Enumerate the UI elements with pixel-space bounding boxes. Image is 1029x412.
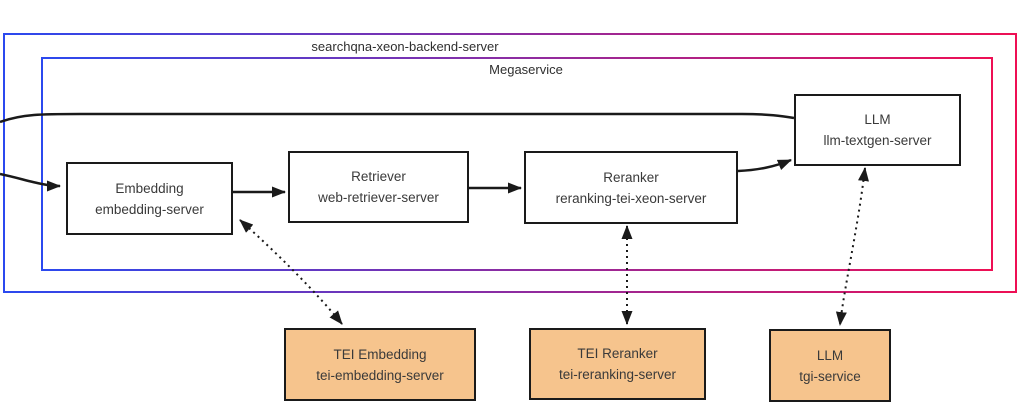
reranker-to-llm-arrow <box>737 158 792 173</box>
llm-node: LLM llm-textgen-server <box>794 94 961 166</box>
embedding-title: Embedding <box>115 180 184 196</box>
reranker-node: Reranker reranking-tei-xeon-server <box>524 151 738 224</box>
retriever-subtitle: web-retriever-server <box>318 190 439 205</box>
tei-reranker-title: TEI Reranker <box>577 346 658 361</box>
embedding-subtitle: embedding-server <box>95 201 204 217</box>
embedding-tei-embedding-dotted-arrow <box>239 219 343 325</box>
tei-embedding-subtitle: tei-embedding-server <box>316 367 444 383</box>
tei-embedding-title: TEI Embedding <box>333 346 427 362</box>
tgi-service-node: LLM tgi-service <box>769 329 891 402</box>
tgi-service-subtitle: tgi-service <box>799 368 861 384</box>
retriever-title: Retriever <box>351 169 406 184</box>
llm-subtitle: llm-textgen-server <box>823 133 932 148</box>
reranker-title: Reranker <box>603 169 659 185</box>
tei-reranker-subtitle: tei-reranking-server <box>558 367 677 382</box>
retriever-node: Retriever web-retriever-server <box>288 151 469 223</box>
embedding-node: Embedding embedding-server <box>66 162 233 235</box>
reranker-subtitle: reranking-tei-xeon-server <box>555 190 707 206</box>
input-to-llm-line <box>0 112 795 124</box>
megaservice-container-label: Megaservice <box>489 62 563 77</box>
llm-tgi-service-dotted-arrow <box>835 167 869 326</box>
input-to-embedding-arrow <box>0 172 61 192</box>
tgi-service-title: LLM <box>816 347 844 363</box>
backend-container-label: searchqna-xeon-backend-server <box>311 39 499 54</box>
tei-reranker-node: TEI Reranker tei-reranking-server <box>529 328 706 400</box>
llm-title: LLM <box>864 112 891 127</box>
tei-embedding-node: TEI Embedding tei-embedding-server <box>284 328 476 401</box>
